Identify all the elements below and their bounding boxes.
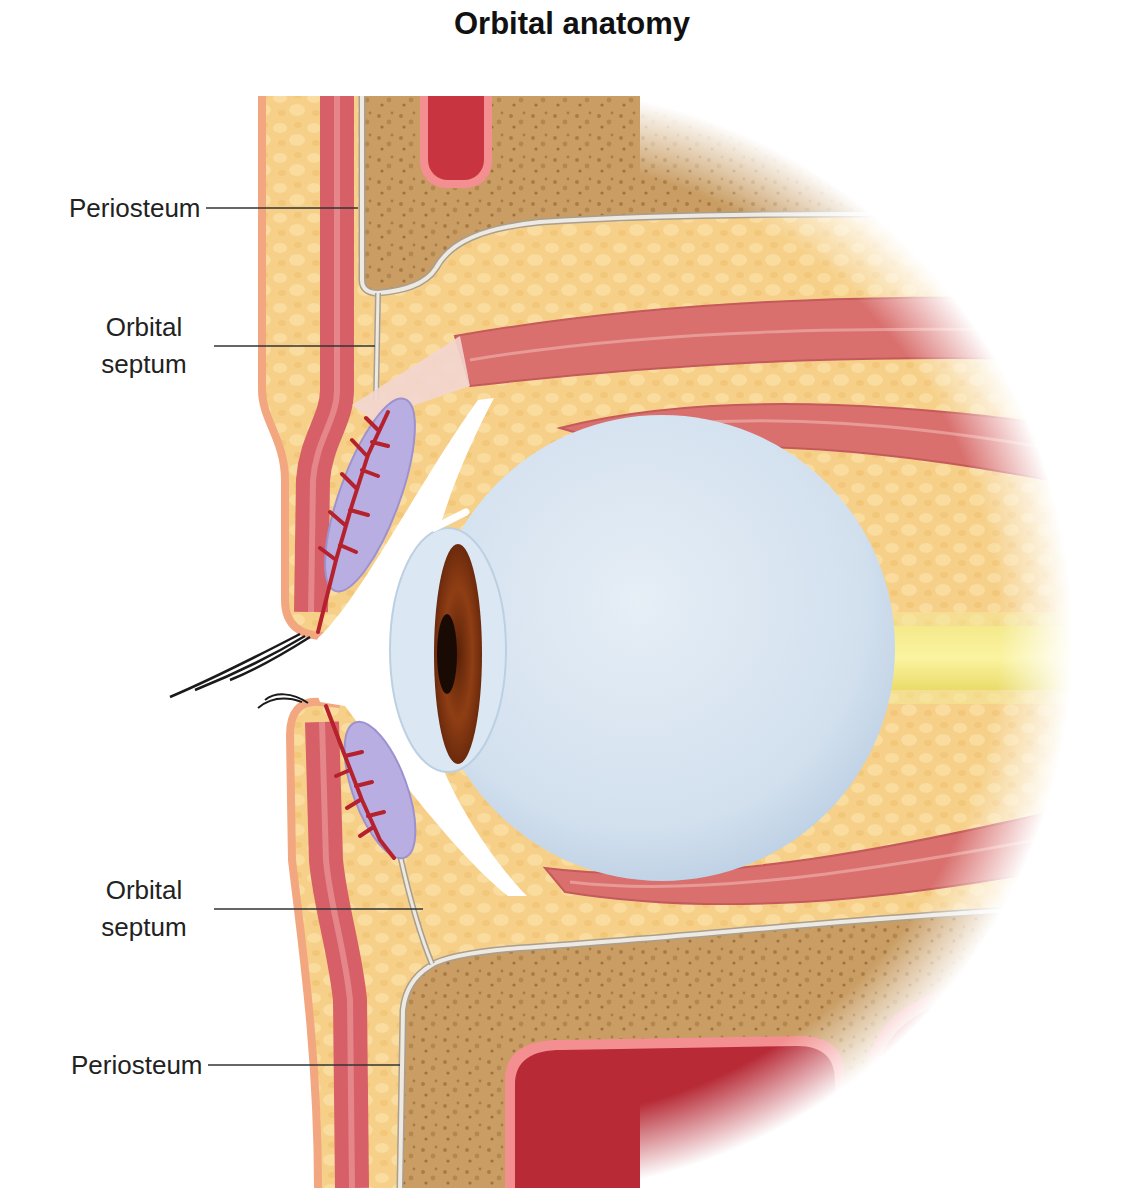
vignette-fade bbox=[640, 90, 1144, 1188]
leader-line bbox=[214, 908, 423, 910]
anatomy-group bbox=[170, 96, 1144, 1188]
part-label: Periosteum bbox=[67, 190, 203, 227]
upper-eyelash bbox=[195, 636, 305, 690]
upper-eyelash bbox=[170, 634, 300, 697]
part-label: Orbital septum bbox=[78, 309, 210, 383]
upper-eyelash bbox=[230, 637, 310, 680]
lower-eyelash bbox=[265, 694, 308, 703]
lower-eyelash bbox=[258, 699, 302, 708]
part-label: Orbital septum bbox=[78, 872, 210, 946]
cornea bbox=[390, 528, 506, 772]
leader-line bbox=[206, 207, 358, 209]
frontal-sinus bbox=[420, 96, 492, 188]
skin-lower bbox=[290, 702, 340, 1188]
orbital-septum-upper bbox=[376, 293, 378, 400]
pupil bbox=[437, 614, 457, 694]
frontal-sinus-cavity bbox=[428, 96, 484, 180]
lower-tarsus bbox=[330, 713, 430, 867]
upper-meibomian-gland bbox=[318, 412, 388, 632]
top-fade bbox=[0, 60, 1144, 96]
cornea-highlight bbox=[434, 512, 466, 528]
diagram-title: Orbital anatomy bbox=[454, 6, 690, 42]
lower-meibomian-gland bbox=[326, 706, 394, 858]
leader-line bbox=[208, 1064, 400, 1066]
orbicularis-lower bbox=[322, 722, 352, 1188]
leader-line bbox=[214, 345, 375, 347]
iris bbox=[434, 544, 482, 764]
part-label: Periosteum bbox=[69, 1047, 205, 1084]
conjunctiva bbox=[308, 398, 527, 896]
orbicularis-lower-stripe bbox=[322, 722, 352, 1188]
orbital-septum-upper-inner bbox=[376, 293, 378, 400]
